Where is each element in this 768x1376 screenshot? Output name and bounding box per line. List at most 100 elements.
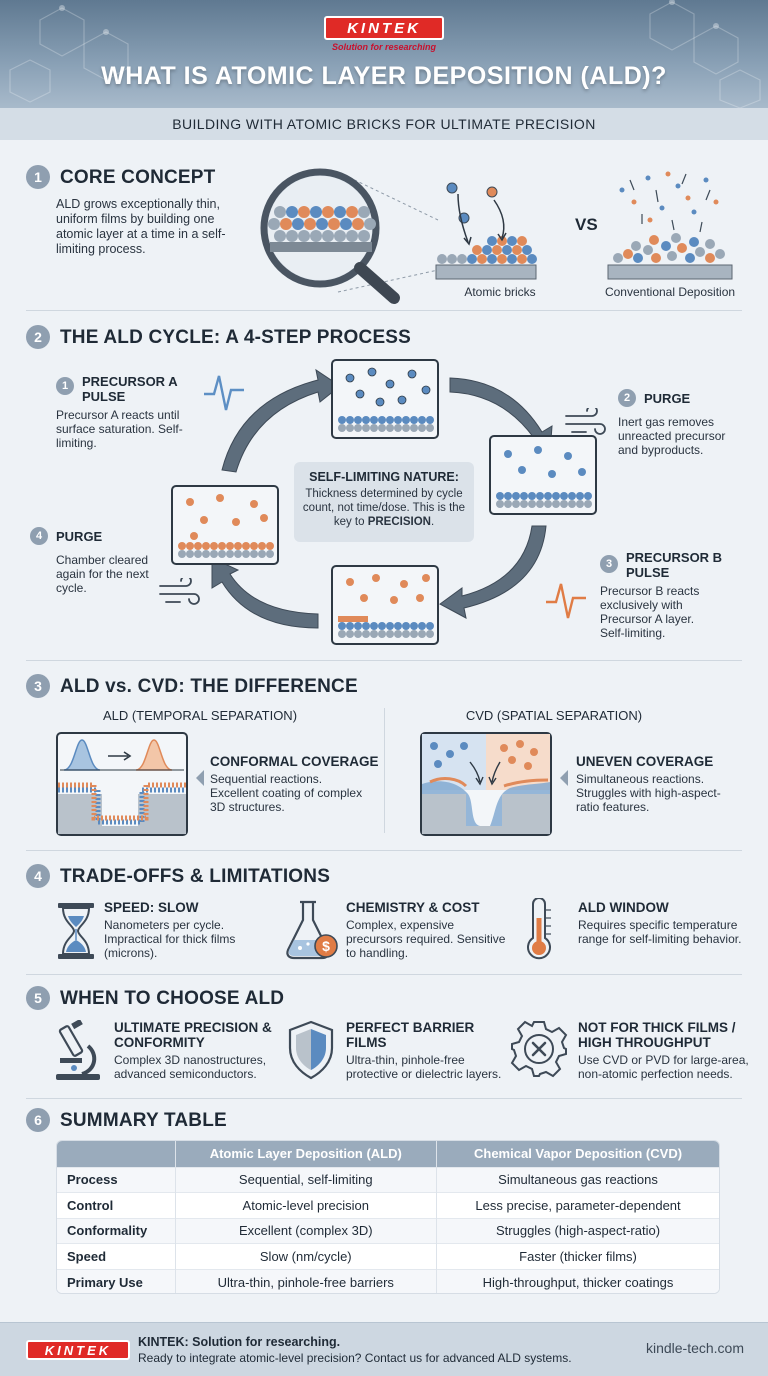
ald-card-desc: Sequential reactions. Excellent coating …	[210, 772, 363, 814]
ald-header: ALD (TEMPORAL SEPARATION)	[102, 708, 298, 723]
vs-label: VS	[575, 215, 598, 234]
trade-off-desc: Nanometers per cycle. Impractical for th…	[104, 918, 236, 960]
table-cell: Atomic-level precision	[174, 1192, 437, 1218]
core-concept-illustration	[260, 168, 733, 304]
step-title: PURGE	[644, 391, 691, 406]
table-row-label: Conformality	[57, 1217, 175, 1244]
table-cell: High-throughput, thicker coatings	[436, 1268, 719, 1293]
section-divider	[26, 660, 742, 661]
self-limiting-note: SELF-LIMITING NATURE: Thickness determin…	[296, 470, 472, 529]
table-cell: Sequential, self-limiting	[174, 1166, 437, 1193]
section-number: 6	[26, 1108, 50, 1132]
cvd-uneven-illustration	[420, 732, 552, 836]
trade-off-title: ALD WINDOW	[578, 900, 669, 915]
step-title: PRECURSOR A PULSE	[82, 374, 178, 404]
step-desc: Precursor A reacts until surface saturat…	[56, 408, 183, 450]
table-header-cell: Chemical Vapor Deposition (CVD)	[436, 1141, 719, 1167]
footer-kintek-logo: KINTEK	[26, 1340, 130, 1360]
cvd-card-title: UNEVEN COVERAGE	[576, 754, 714, 769]
table-header-cell: Atomic Layer Deposition (ALD)	[174, 1141, 437, 1167]
choose-desc: Use CVD or PVD for large-area, non-atomi…	[578, 1053, 749, 1081]
compare-divider	[384, 708, 385, 833]
atomic-bricks-caption: Atomic bricks	[464, 285, 536, 299]
core-concept-text: ALD grows exceptionally thin, uniform fi…	[56, 197, 226, 256]
section-divider	[26, 974, 742, 975]
section-divider	[26, 850, 742, 851]
choose-desc: Ultra-thin, pinhole-free protective or d…	[346, 1053, 502, 1081]
table-row-label: Speed	[57, 1243, 175, 1269]
ald-conformal-illustration	[56, 732, 188, 836]
logo-tagline: Solution for researching	[331, 42, 436, 52]
flask-dollar-icon: $	[286, 900, 338, 960]
table-cell: Struggles (high-aspect-ratio)	[436, 1217, 719, 1244]
step-title: PURGE	[56, 529, 103, 544]
step-number: 2	[618, 389, 636, 407]
section-title: CORE CONCEPT	[60, 167, 216, 188]
trade-off-desc: Requires specific temperature range for …	[578, 918, 742, 946]
conventional-caption: Conventional Deposition	[604, 285, 736, 299]
wind-icon	[159, 578, 200, 605]
table-cell: Slow (nm/cycle)	[174, 1243, 437, 1269]
wind-icon	[565, 408, 606, 435]
summary-table: Atomic Layer Deposition (ALD) Chemical V…	[56, 1140, 720, 1294]
step-number: 3	[600, 555, 618, 573]
section-number: 4	[26, 864, 50, 888]
trade-off-title: SPEED: SLOW	[104, 900, 199, 915]
kintek-logo: KINTEK	[324, 16, 444, 40]
section-title: WHEN TO CHOOSE ALD	[60, 988, 285, 1009]
page-subtitle: BUILDING WITH ATOMIC BRICKS FOR ULTIMATE…	[0, 108, 768, 140]
table-header-row: Atomic Layer Deposition (ALD) Chemical V…	[57, 1141, 719, 1167]
section-title: THE ALD CYCLE: A 4-STEP PROCESS	[60, 327, 412, 348]
trade-off-title: CHEMISTRY & COST	[346, 900, 480, 915]
trade-off-desc: Complex, expensive precursors required. …	[346, 918, 506, 960]
section-divider	[26, 1098, 742, 1099]
table-row: Process Sequential, self-limiting Simult…	[57, 1166, 719, 1193]
self-limiting-text: Thickness determined by cycle count, not…	[302, 488, 466, 528]
table-cell: Faster (thicker films)	[436, 1243, 719, 1269]
pulse-orange-icon	[546, 583, 586, 619]
shield-icon	[288, 1020, 334, 1080]
pointer-triangle	[196, 770, 204, 786]
table-cell: Simultaneous gas reactions	[436, 1166, 719, 1193]
pointer-triangle	[560, 770, 568, 786]
hourglass-icon	[58, 903, 94, 959]
section-title: SUMMARY TABLE	[60, 1110, 227, 1131]
table-row-label: Process	[57, 1166, 175, 1193]
choose-title: NOT FOR THICK FILMS / HIGH THROUGHPUT	[578, 1020, 736, 1050]
table-cell: Less precise, parameter-dependent	[436, 1192, 719, 1218]
table-row: Conformality Excellent (complex 3D) Stru…	[57, 1217, 719, 1244]
section-number: 5	[26, 986, 50, 1010]
step-title: PRECURSOR B PULSE	[626, 550, 723, 580]
step-desc: Inert gas removes unreacted precursor an…	[618, 415, 726, 457]
ald-cycle-diagram	[171, 359, 597, 645]
step-number: 4	[30, 527, 48, 545]
section-number: 3	[26, 674, 50, 698]
thermometer-icon	[527, 898, 551, 960]
section-divider	[26, 310, 742, 311]
step-desc: Precursor B reacts exclusively with Prec…	[600, 584, 700, 640]
summary-table-grid: Atomic Layer Deposition (ALD) Chemical V…	[57, 1141, 719, 1293]
footer-url-link[interactable]: kindle-tech.com	[645, 1340, 744, 1356]
pulse-blue-icon	[204, 375, 244, 411]
choose-title: PERFECT BARRIER FILMS	[346, 1020, 475, 1050]
choose-title: ULTIMATE PRECISION & CONFORMITY	[114, 1020, 272, 1050]
section-title: ALD vs. CVD: THE DIFFERENCE	[60, 676, 358, 697]
ald-card-title: CONFORMAL COVERAGE	[210, 754, 379, 769]
table-header-cell	[57, 1141, 175, 1167]
table-row-label: Primary Use	[57, 1268, 175, 1293]
step-number: 1	[56, 377, 74, 395]
page-title: WHAT IS ATOMIC LAYER DEPOSITION (ALD)?	[101, 62, 667, 90]
section-title: TRADE-OFFS & LIMITATIONS	[60, 866, 331, 887]
table-cell: Ultra-thin, pinhole-free barriers	[174, 1268, 437, 1293]
section-number: 2	[26, 325, 50, 349]
choose-desc: Complex 3D nanostructures, advanced semi…	[114, 1053, 267, 1081]
cvd-header: CVD (SPATIAL SEPARATION)	[465, 708, 643, 723]
footer-text: Ready to integrate atomic-level precisio…	[138, 1351, 572, 1365]
microscope-icon	[56, 1020, 100, 1080]
table-row: Control Atomic-level precision Less prec…	[57, 1192, 719, 1218]
table-row: Primary Use Ultra-thin, pinhole-free bar…	[57, 1268, 719, 1293]
self-limiting-title: SELF-LIMITING NATURE:	[309, 470, 459, 484]
table-cell: Excellent (complex 3D)	[174, 1217, 437, 1244]
section-number: 1	[26, 165, 50, 189]
gear-x-icon	[510, 1020, 568, 1078]
